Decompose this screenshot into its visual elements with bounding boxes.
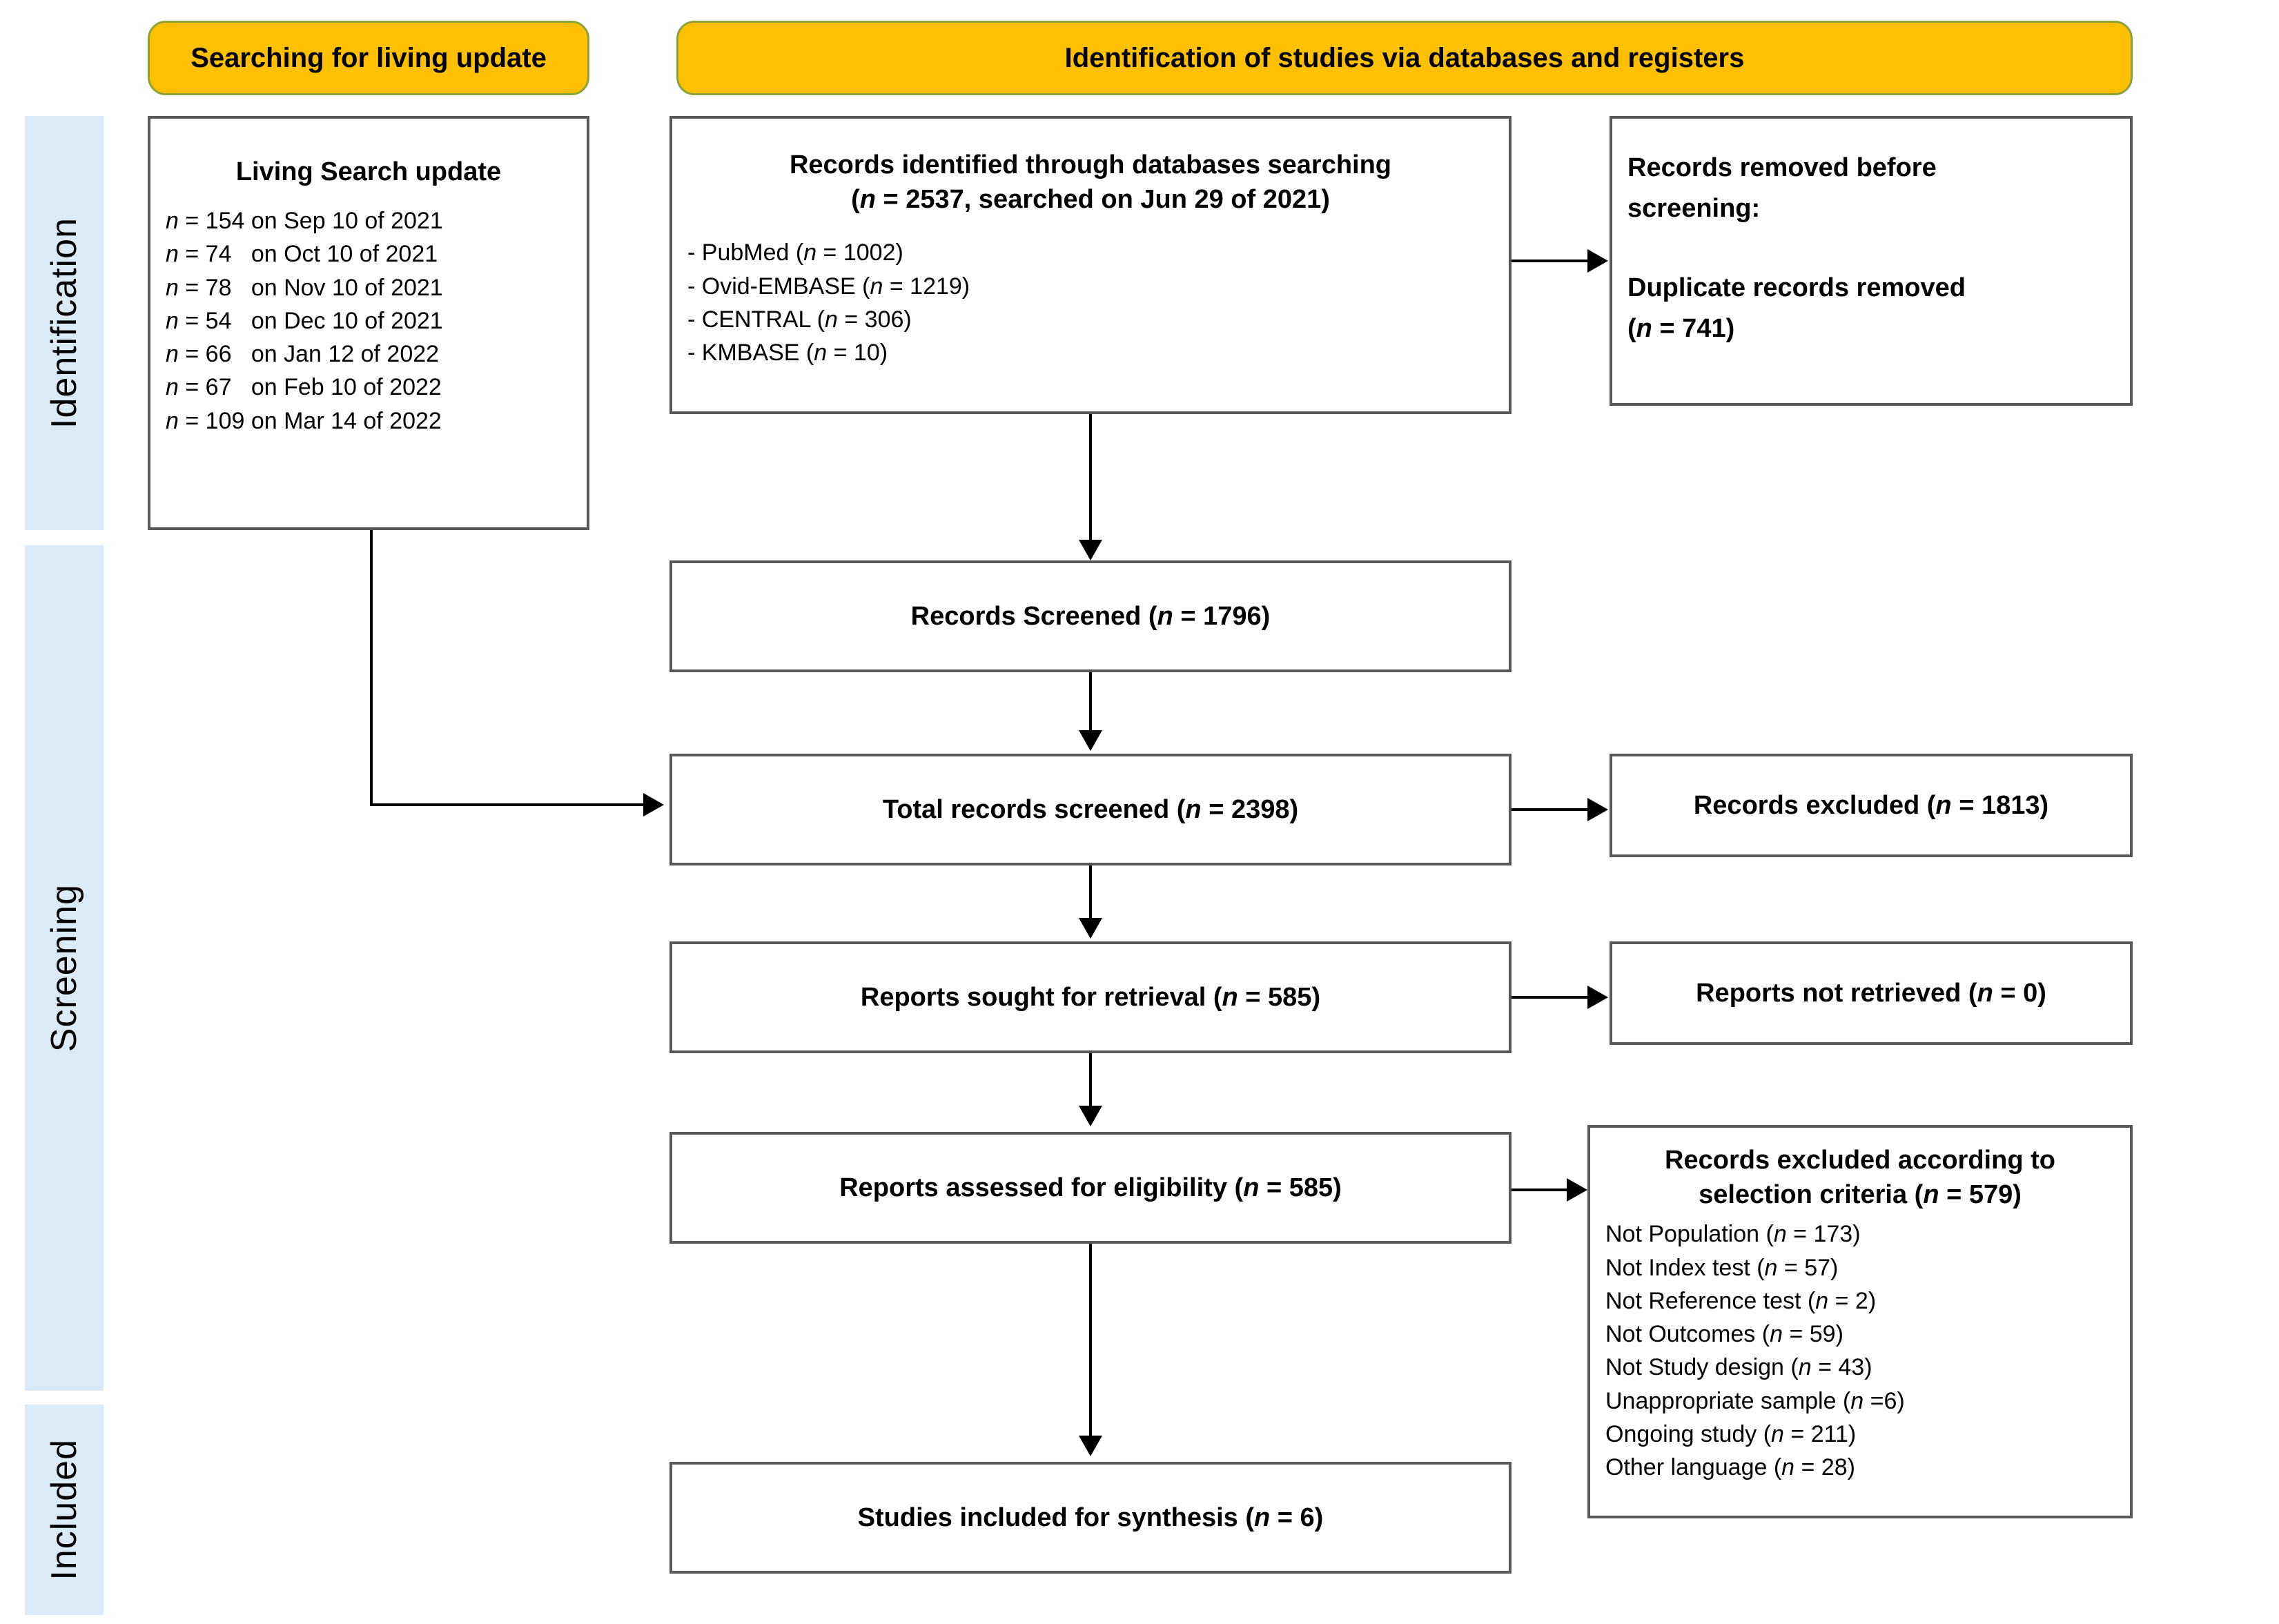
arrowhead-total-to-excluded	[1587, 798, 1608, 821]
excluded-criteria-title-line1: Records excluded according to	[1665, 1146, 2055, 1175]
arrowhead-living-search-to-total	[643, 793, 664, 816]
stage-label-screening-text: Screening	[44, 883, 84, 1053]
box-total-records-screened: Total records screened (n = 2398)	[669, 754, 1512, 865]
arrowhead-identified-to-removed	[1587, 249, 1608, 273]
connector-identified-to-screened	[1089, 414, 1092, 542]
connector-total-to-sought	[1089, 865, 1092, 921]
box-living-search-update: Living Search update n = 154 on Sep 10 o…	[148, 116, 589, 530]
excluded-criteria-title-line2: selection criteria (n = 579)	[1699, 1180, 2022, 1210]
records-identified-title-line1: Records identified through databases sea…	[789, 150, 1392, 179]
connector-sought-to-assessed	[1089, 1053, 1092, 1108]
removed-before-line2: screening:	[1627, 193, 1761, 223]
box-studies-included-for-synthesis: Studies included for synthesis (n = 6)	[669, 1462, 1512, 1574]
arrowhead-assessed-to-excluded-criteria	[1567, 1178, 1587, 1202]
arrowhead-screened-to-total	[1079, 730, 1102, 751]
database-source-item: - PubMed (n = 1002)	[687, 239, 903, 266]
connector-total-to-excluded	[1512, 808, 1589, 811]
arrowhead-identified-to-screened	[1079, 540, 1102, 560]
exclusion-reason-item: Unappropriate sample (n =6)	[1605, 1387, 1905, 1414]
arrowhead-total-to-sought	[1079, 918, 1102, 939]
connector-living-search-drop	[370, 530, 373, 806]
records-identified-title-line2: (n = 2537, searched on Jun 29 of 2021)	[851, 185, 1330, 215]
connector-screened-to-total	[1089, 672, 1092, 733]
exclusion-reason-item: Ongoing study (n = 211)	[1605, 1420, 1857, 1447]
box-records-excluded-selection-criteria: Records excluded according to selection …	[1587, 1125, 2133, 1518]
connector-sought-to-not-retrieved	[1512, 996, 1589, 999]
box-records-excluded: Records excluded (n = 1813)	[1610, 754, 2133, 857]
arrowhead-sought-to-assessed	[1079, 1106, 1102, 1126]
banner-identification-of-studies: Identification of studies via databases …	[676, 21, 2133, 95]
stage-label-identification: Identification	[25, 116, 104, 530]
box-reports-assessed-for-eligibility: Reports assessed for eligibility (n = 58…	[669, 1132, 1512, 1244]
records-screened-label: Records Screened (n = 1796)	[910, 601, 1271, 631]
stage-label-screening: Screening	[25, 545, 104, 1391]
living-search-entry: n = 109 on Mar 14 of 2022	[166, 407, 442, 434]
box-records-removed-before-screening: Records removed before screening: Duplic…	[1610, 116, 2133, 406]
connector-assessed-to-included	[1089, 1244, 1092, 1438]
records-excluded-label: Records excluded (n = 1813)	[1693, 790, 2049, 820]
arrowhead-sought-to-not-retrieved	[1587, 986, 1608, 1009]
studies-included-label: Studies included for synthesis (n = 6)	[857, 1503, 1324, 1532]
reports-assessed-label: Reports assessed for eligibility (n = 58…	[839, 1173, 1342, 1202]
living-search-entry: n = 66 on Jan 12 of 2022	[166, 341, 440, 368]
banner-searching-for-living-update: Searching for living update	[148, 21, 589, 95]
living-search-entry: n = 54 on Dec 10 of 2021	[166, 307, 443, 334]
connector-assessed-to-excluded-criteria	[1512, 1188, 1568, 1191]
living-search-entry: n = 67 on Feb 10 of 2022	[166, 374, 442, 401]
connector-identified-to-removed	[1512, 260, 1589, 262]
duplicate-records-count: (n = 741)	[1627, 313, 1735, 343]
exclusion-reason-item: Not Population (n = 173)	[1605, 1221, 1861, 1248]
database-source-item: - KMBASE (n = 10)	[687, 340, 888, 366]
box-records-identified-through-databases: Records identified through databases sea…	[669, 116, 1512, 414]
stage-label-included: Included	[25, 1405, 104, 1615]
stage-label-included-text: Included	[44, 1439, 84, 1581]
duplicate-records-removed-line: Duplicate records removed	[1627, 273, 1966, 302]
removed-before-line1: Records removed before	[1627, 153, 1937, 182]
exclusion-reason-item: Other language (n = 28)	[1605, 1454, 1855, 1481]
exclusion-reason-item: Not Study design (n = 43)	[1605, 1354, 1872, 1381]
exclusion-reason-item: Not Reference test (n = 2)	[1605, 1287, 1877, 1314]
living-search-entry: n = 74 on Oct 10 of 2021	[166, 241, 438, 268]
database-source-item: - CENTRAL (n = 306)	[687, 306, 912, 333]
exclusion-reason-item: Not Outcomes (n = 59)	[1605, 1321, 1843, 1348]
connector-living-search-to-total	[370, 803, 646, 806]
living-search-title: Living Search update	[235, 157, 502, 186]
reports-sought-label: Reports sought for retrieval (n = 585)	[860, 982, 1321, 1012]
living-search-entry: n = 78 on Nov 10 of 2021	[166, 274, 443, 301]
arrowhead-assessed-to-included	[1079, 1436, 1102, 1456]
database-source-item: - Ovid-EMBASE (n = 1219)	[687, 273, 970, 300]
total-records-screened-label: Total records screened (n = 2398)	[882, 794, 1299, 824]
stage-label-identification-text: Identification	[44, 217, 84, 429]
reports-not-retrieved-label: Reports not retrieved (n = 0)	[1696, 978, 2046, 1008]
box-reports-not-retrieved: Reports not retrieved (n = 0)	[1610, 941, 2133, 1045]
living-search-entry: n = 154 on Sep 10 of 2021	[166, 208, 443, 235]
box-records-screened: Records Screened (n = 1796)	[669, 560, 1512, 672]
box-reports-sought-for-retrieval: Reports sought for retrieval (n = 585)	[669, 941, 1512, 1053]
exclusion-reason-item: Not Index test (n = 57)	[1605, 1254, 1839, 1281]
